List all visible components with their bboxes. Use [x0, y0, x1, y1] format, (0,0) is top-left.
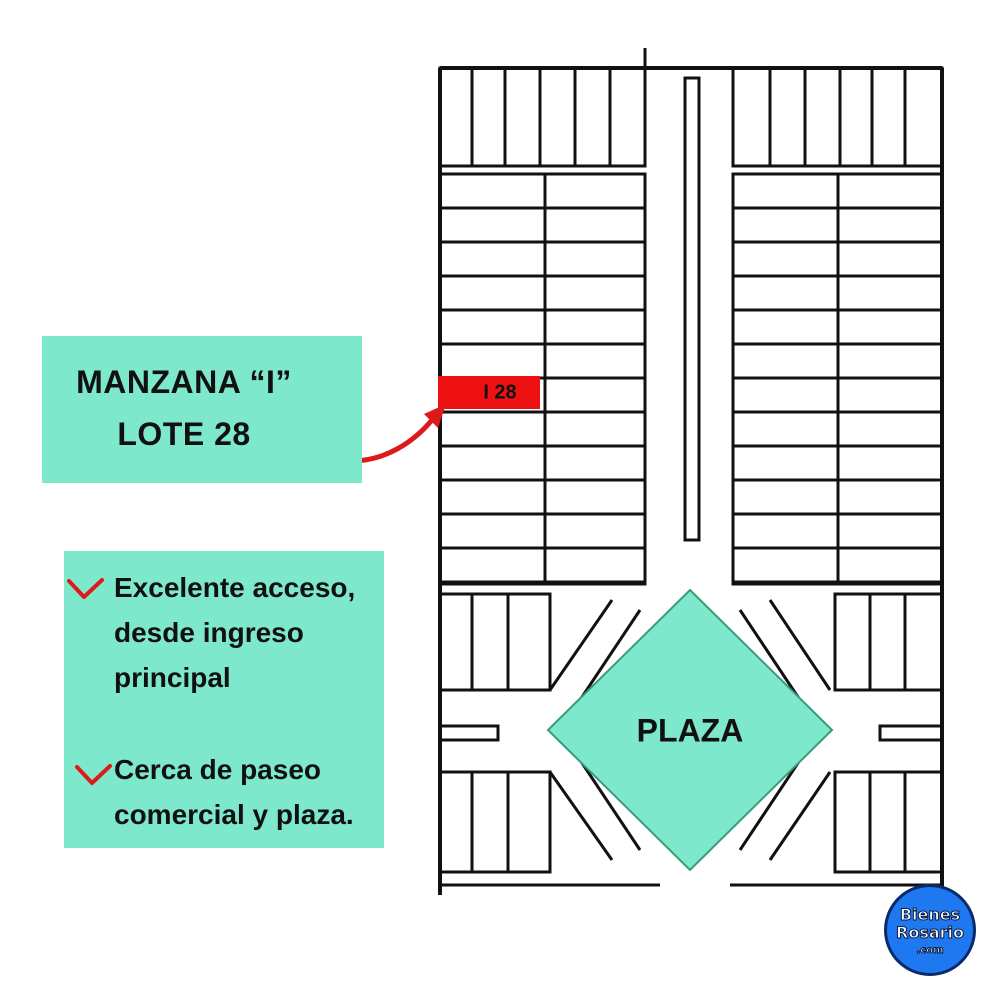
lot-boundary — [548, 599, 614, 691]
lot-marker-label: I 28 — [483, 381, 516, 403]
lot-boundary — [578, 759, 642, 851]
lot-boundary — [738, 759, 802, 851]
feature-access: Excelente acceso, desde ingreso principa… — [114, 572, 356, 693]
plaza-shape — [546, 588, 834, 872]
lot-callout-panel: MANZANA “I” LOTE 28 — [42, 336, 362, 483]
block-outline — [683, 76, 701, 542]
block-outline — [438, 592, 552, 692]
lot-marker[interactable] — [438, 376, 540, 409]
features-panel: Excelente acceso, desde ingreso principa… — [64, 551, 384, 848]
lot-boundary — [578, 609, 642, 701]
lot-label: LOTE 28 — [117, 416, 251, 452]
brand-logo[interactable]: Bienes Rosario .com — [884, 884, 976, 976]
block-outline — [833, 592, 944, 692]
block-outline — [438, 724, 500, 742]
logo-line3: .com — [916, 945, 944, 957]
lot-boundary — [768, 599, 832, 691]
block-label: MANZANA “I” — [76, 364, 292, 400]
logo-line2: Rosario — [896, 923, 965, 943]
plaza-label: PLAZA — [637, 712, 744, 748]
lot-boundary — [548, 771, 614, 861]
block-outline — [438, 66, 647, 168]
feature-nearby: Cerca de paseo comercial y plaza. — [114, 754, 354, 830]
lot-boundary — [738, 609, 802, 701]
lot-boundary — [768, 771, 832, 861]
logo-line1: Bienes — [899, 905, 961, 925]
check-icon — [75, 764, 112, 785]
block-outline — [731, 66, 944, 168]
block-outline — [438, 770, 552, 874]
block-outline — [878, 724, 944, 742]
block-outline — [833, 770, 944, 874]
check-icon — [67, 578, 104, 599]
